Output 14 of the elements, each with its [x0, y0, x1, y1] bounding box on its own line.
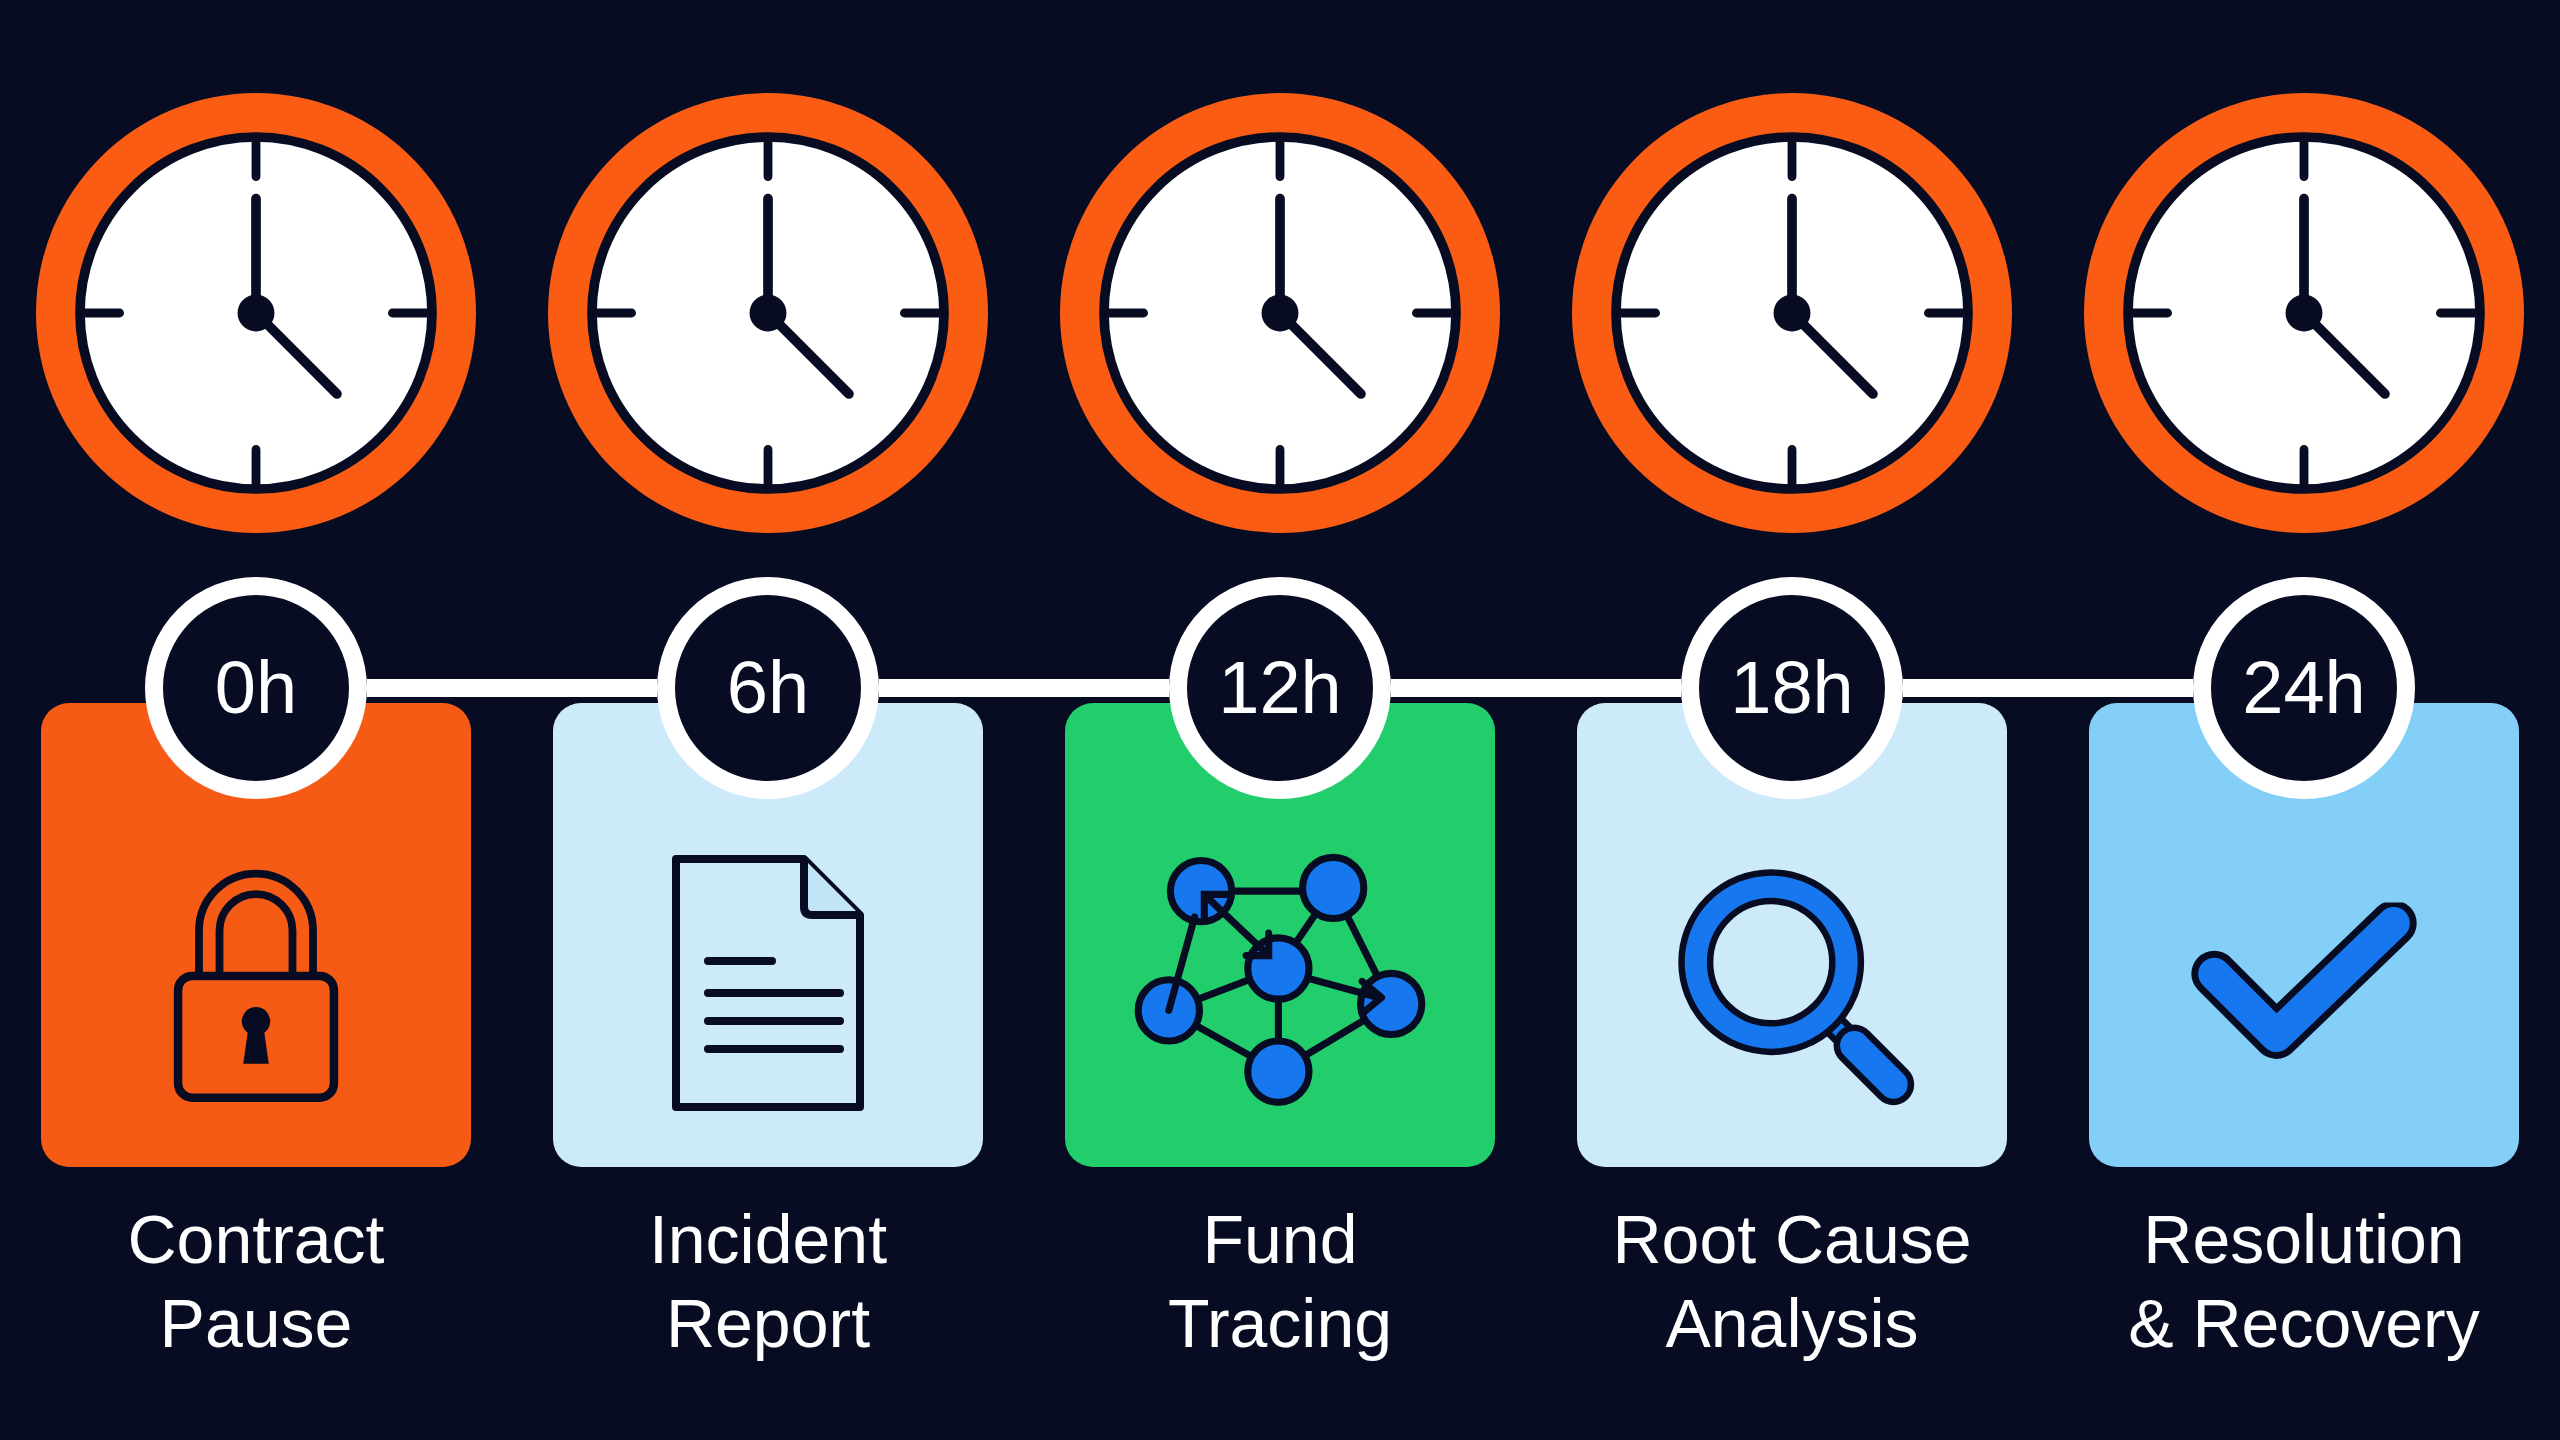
time-badge: 0h: [145, 577, 367, 799]
time-badge: 24h: [2193, 577, 2415, 799]
timeline-line: [1391, 679, 1681, 697]
time-badge: 18h: [1681, 577, 1903, 799]
stage-title: Resolution & Recovery: [2127, 1200, 2481, 1363]
timeline-line: [1903, 679, 2193, 697]
stage-title: Contract Pause: [126, 1200, 386, 1363]
stage-title: Root Cause Analysis: [1611, 1200, 1973, 1363]
timeline-line: [879, 679, 1169, 697]
timeline-line: [367, 679, 657, 697]
time-badge: 12h: [1169, 577, 1391, 799]
stage-title: Incident Report: [647, 1200, 889, 1363]
time-badge: 6h: [657, 577, 879, 799]
stage-title: Fund Tracing: [1166, 1200, 1394, 1363]
